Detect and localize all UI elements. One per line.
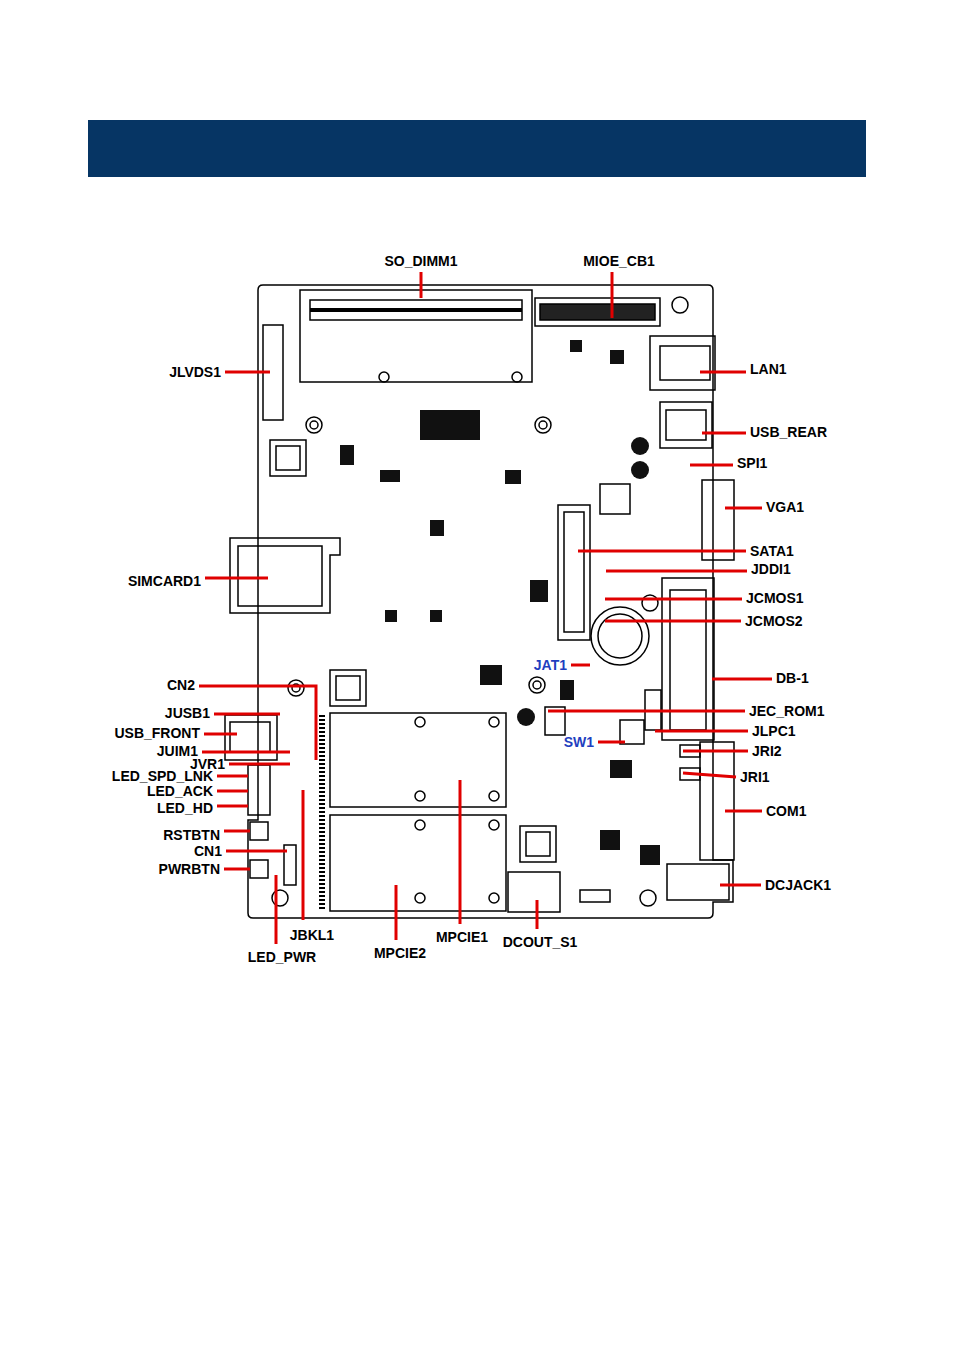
- part-label: DB-1: [776, 671, 809, 686]
- part-label: SPI1: [737, 456, 767, 471]
- part-label: JCMOS2: [745, 614, 803, 629]
- part-label: VGA1: [766, 500, 804, 515]
- small-parts: [340, 340, 660, 865]
- part-label: JRI1: [740, 770, 770, 785]
- part-label: SATA1: [750, 544, 794, 559]
- part-label: LED_PWR: [248, 950, 316, 965]
- part-label: JLVDS1: [169, 365, 221, 380]
- part-label: DCJACK1: [765, 878, 831, 893]
- part-label: LED_SPD_LNK: [112, 769, 213, 784]
- leader-lines: [199, 272, 772, 944]
- part-label: USB_REAR: [750, 425, 827, 440]
- part-label: LED_ACK: [147, 784, 213, 799]
- part-label: SO_DIMM1: [384, 254, 457, 269]
- part-label: JEC_ROM1: [749, 704, 824, 719]
- part-label: CN2: [167, 678, 195, 693]
- part-label: DCOUT_S1: [503, 935, 578, 950]
- part-label: LED_HD: [157, 801, 213, 816]
- part-label: RSTBTN: [163, 828, 220, 843]
- part-label: JBKL1: [290, 928, 334, 943]
- part-label: JUSB1: [165, 706, 210, 721]
- part-label: JAT1: [534, 658, 567, 673]
- part-label: SIMCARD1: [128, 574, 201, 589]
- part-label: MPCIE2: [374, 946, 426, 961]
- part-label: PWRBTN: [159, 862, 220, 877]
- header-bar: [88, 120, 866, 177]
- part-label: MIOE_CB1: [583, 254, 655, 269]
- board: [225, 285, 734, 918]
- part-label: JDDI1: [751, 562, 791, 577]
- part-label: CN1: [194, 844, 222, 859]
- part-label: JRI2: [752, 744, 782, 759]
- part-label: MPCIE1: [436, 930, 488, 945]
- part-label: COM1: [766, 804, 806, 819]
- part-label: LAN1: [750, 362, 787, 377]
- part-label: JCMOS1: [746, 591, 804, 606]
- part-label: SW1: [564, 735, 594, 750]
- part-label: USB_FRONT: [114, 726, 200, 741]
- part-label: JLPC1: [752, 724, 796, 739]
